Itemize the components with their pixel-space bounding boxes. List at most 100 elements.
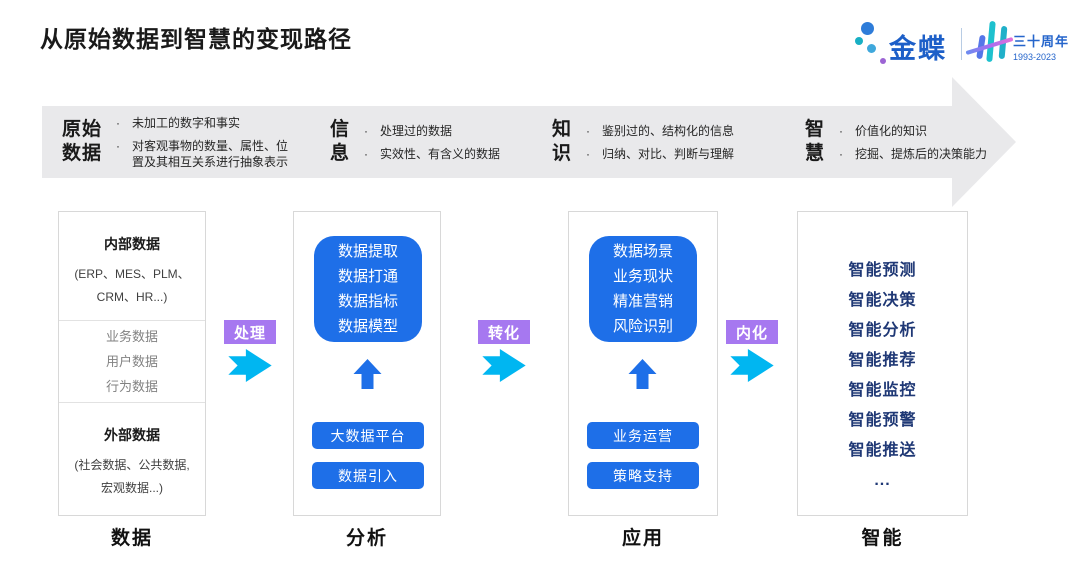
- section-heading: 内部数据: [104, 236, 160, 252]
- up-arrow-icon: [353, 359, 382, 389]
- stage-bullets: · 价值化的知识 · 挖掘、提炼后的决策能力: [839, 123, 987, 162]
- capability-line: 数据指标: [337, 293, 398, 310]
- platform-chip: 业务运营: [587, 422, 699, 449]
- platform-chip: 策略支持: [587, 462, 699, 489]
- bullet-text: 挖掘、提炼后的决策能力: [855, 146, 988, 161]
- bullet-dot-icon: ·: [586, 123, 591, 138]
- stage-title: 知 识: [552, 118, 572, 166]
- bullet-text: 处理过的数据: [380, 123, 453, 138]
- capability-line: 数据提取: [337, 243, 398, 260]
- data-type-item: 用户数据: [105, 354, 158, 369]
- flow-internalize: 内化: [720, 320, 784, 382]
- section-detail: (ERP、MES、PLM、CRM、HR...): [74, 267, 190, 304]
- bullet-text: 鉴别过的、结构化的信息: [602, 123, 735, 138]
- middle-data-section: 业务数据 用户数据 行为数据: [59, 321, 205, 403]
- stage-title: 原始 数据: [62, 118, 102, 166]
- bullet-text: 对客观事物的数量、属性、位置及其相互关系进行抽象表示: [132, 138, 289, 169]
- capability-line: 数据场景: [612, 243, 673, 260]
- brand-name: 金蝶: [889, 34, 947, 64]
- bullet-row: · 实效性、有含义的数据: [364, 146, 500, 162]
- right-arrow-icon: [482, 349, 526, 382]
- dikw-banner-arrowhead-icon: [952, 77, 1016, 207]
- bullet-text: 未加工的数字和事实: [132, 115, 241, 130]
- section-detail: (社会数据、公共数据, 宏观数据...): [74, 458, 190, 495]
- analysis-capabilities-card: 数据提取 数据打通 数据指标 数据模型: [314, 236, 422, 342]
- capability-line: 精准营销: [612, 293, 673, 310]
- bullet-row: · 处理过的数据: [364, 123, 500, 139]
- right-arrow-icon: [228, 349, 272, 382]
- stage-raw-data: 原始 数据 · 未加工的数字和事实 · 对客观事物的数量、属性、位置及其相互关系…: [62, 106, 292, 178]
- capability-line: 风险识别: [612, 318, 673, 335]
- stage-bullets: · 鉴别过的、结构化的信息 · 归纳、对比、判断与理解: [586, 123, 734, 162]
- flow-badge: 内化: [726, 320, 778, 344]
- bullet-text: 价值化的知识: [855, 123, 928, 138]
- column-label-application: 应用: [621, 528, 664, 549]
- bullet-row: · 挖掘、提炼后的决策能力: [839, 146, 987, 162]
- data-sources-box: 内部数据 (ERP、MES、PLM、CRM、HR...) 业务数据 用户数据 行…: [58, 211, 206, 516]
- logo-dot-icon: [880, 58, 886, 64]
- anniversary-block: 三十周年 1993-2023: [1013, 31, 1069, 62]
- stage-title-line: 信: [330, 119, 351, 140]
- application-capabilities-card: 数据场景 业务现状 精准营销 风险识别: [589, 236, 697, 342]
- application-box: 数据场景 业务现状 精准营销 风险识别 业务运营 策略支持: [568, 211, 718, 516]
- bullet-dot-icon: ·: [586, 146, 591, 161]
- column-label-data: 数据: [110, 528, 153, 549]
- column-label-intelligence: 智能: [861, 528, 904, 549]
- bullet-dot-icon: ·: [839, 146, 844, 161]
- logo-divider: [961, 28, 962, 60]
- bullet-row: · 归纳、对比、判断与理解: [586, 146, 734, 162]
- logo-dot-icon: [855, 37, 863, 45]
- analysis-box: 数据提取 数据打通 数据指标 数据模型 大数据平台 数据引入: [293, 211, 441, 516]
- bullet-dot-icon: ·: [116, 138, 121, 153]
- data-type-item: 业务数据: [105, 329, 158, 344]
- stage-title-line: 识: [552, 143, 573, 164]
- bullet-text: 实效性、有含义的数据: [380, 146, 501, 161]
- logo-dot-icon: [861, 22, 874, 35]
- flow-transform: 转化: [472, 320, 536, 382]
- bullet-dot-icon: ·: [839, 123, 844, 138]
- stage-title-line: 知: [552, 119, 573, 140]
- flow-process: 处理: [218, 320, 282, 382]
- stage-wisdom: 智 慧 · 价值化的知识 · 挖掘、提炼后的决策能力: [805, 106, 987, 178]
- external-data-section: 外部数据 (社会数据、公共数据, 宏观数据...): [59, 403, 205, 515]
- stage-knowledge: 知 识 · 鉴别过的、结构化的信息 · 归纳、对比、判断与理解: [552, 106, 734, 178]
- intelligence-item: 智能推送: [848, 442, 917, 459]
- bullet-row: · 未加工的数字和事实: [116, 115, 292, 131]
- anniversary-years: 1993-2023: [1013, 52, 1057, 62]
- internal-data-section: 内部数据 (ERP、MES、PLM、CRM、HR...): [59, 212, 205, 321]
- stage-title-line: 数据: [62, 143, 103, 164]
- platform-chip: 大数据平台: [312, 422, 424, 449]
- intelligence-item: 智能预测: [848, 262, 917, 279]
- bullet-row: · 价值化的知识: [839, 123, 987, 139]
- data-type-item: 行为数据: [105, 379, 158, 394]
- intelligence-box: 智能预测 智能决策 智能分析 智能推荐 智能监控 智能预警 智能推送 ...: [797, 211, 968, 516]
- stage-title-line: 息: [330, 143, 351, 164]
- bullet-row: · 鉴别过的、结构化的信息: [586, 123, 734, 139]
- stage-bullets: · 处理过的数据 · 实效性、有含义的数据: [364, 123, 500, 162]
- stage-bullets: · 未加工的数字和事实 · 对客观事物的数量、属性、位置及其相互关系进行抽象表示: [116, 115, 292, 170]
- thirty-anniversary-mark-icon: [965, 20, 1014, 68]
- stage-title: 信 息: [330, 118, 350, 166]
- bullet-text: 归纳、对比、判断与理解: [602, 146, 735, 161]
- intelligence-item: 智能推荐: [848, 352, 917, 369]
- intelligence-item: 智能预警: [848, 412, 917, 429]
- bullet-dot-icon: ·: [364, 146, 369, 161]
- intelligence-item: 智能分析: [848, 322, 917, 339]
- flow-badge: 转化: [478, 320, 530, 344]
- bullet-dot-icon: ·: [364, 123, 369, 138]
- stage-title-line: 原始: [62, 119, 103, 140]
- anniversary-label: 三十周年: [1013, 34, 1070, 49]
- logo-dot-icon: [867, 44, 876, 53]
- right-arrow-icon: [730, 349, 774, 382]
- column-label-analysis: 分析: [345, 528, 388, 549]
- stage-title-line: 慧: [805, 143, 826, 164]
- flow-badge: 处理: [224, 320, 276, 344]
- capability-line: 数据模型: [337, 318, 398, 335]
- dikw-banner: [42, 106, 952, 178]
- capability-line: 数据打通: [337, 268, 398, 285]
- bullet-dot-icon: ·: [116, 115, 121, 130]
- kingdee-logo: 金蝶 三十周年 1993-2023: [845, 16, 1073, 74]
- up-arrow-icon: [628, 359, 657, 389]
- stage-title: 智 慧: [805, 118, 825, 166]
